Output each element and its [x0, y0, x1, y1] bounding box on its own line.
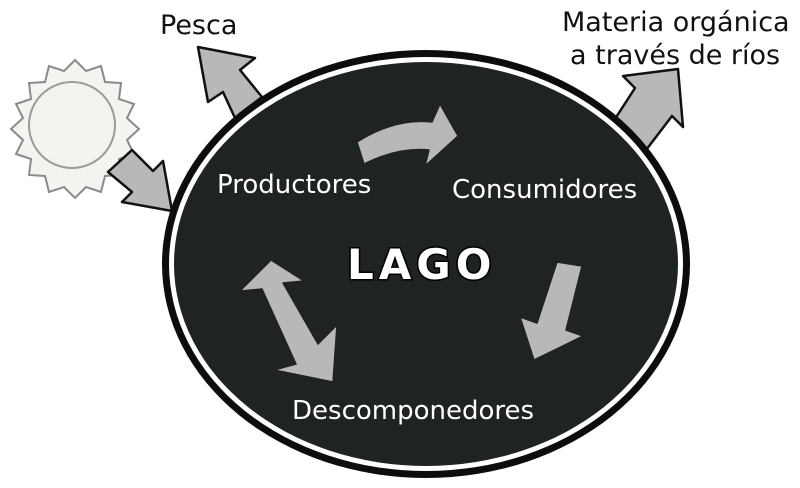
fishing-label: Pesca: [160, 10, 237, 41]
fishing-arrow: [196, 45, 264, 120]
producers-to-consumers-arrow: [356, 103, 459, 167]
sun-icon: [9, 58, 141, 200]
consumers-to-decomposers-arrow: [519, 261, 584, 361]
sun-energy-arrow: [106, 148, 174, 213]
consumers-label: Consumidores: [452, 175, 637, 205]
organic-matter-label-line1: Materia orgánica: [562, 7, 790, 38]
sun-disc: [28, 81, 116, 169]
organic-matter-label-line2: a través de ríos: [570, 40, 780, 71]
lake-title: LAGO: [347, 240, 496, 289]
decomposers-producers-double-arrow: [239, 259, 338, 383]
producers-label: Productores: [217, 170, 371, 200]
decomposers-label: Descomponedores: [292, 396, 534, 426]
